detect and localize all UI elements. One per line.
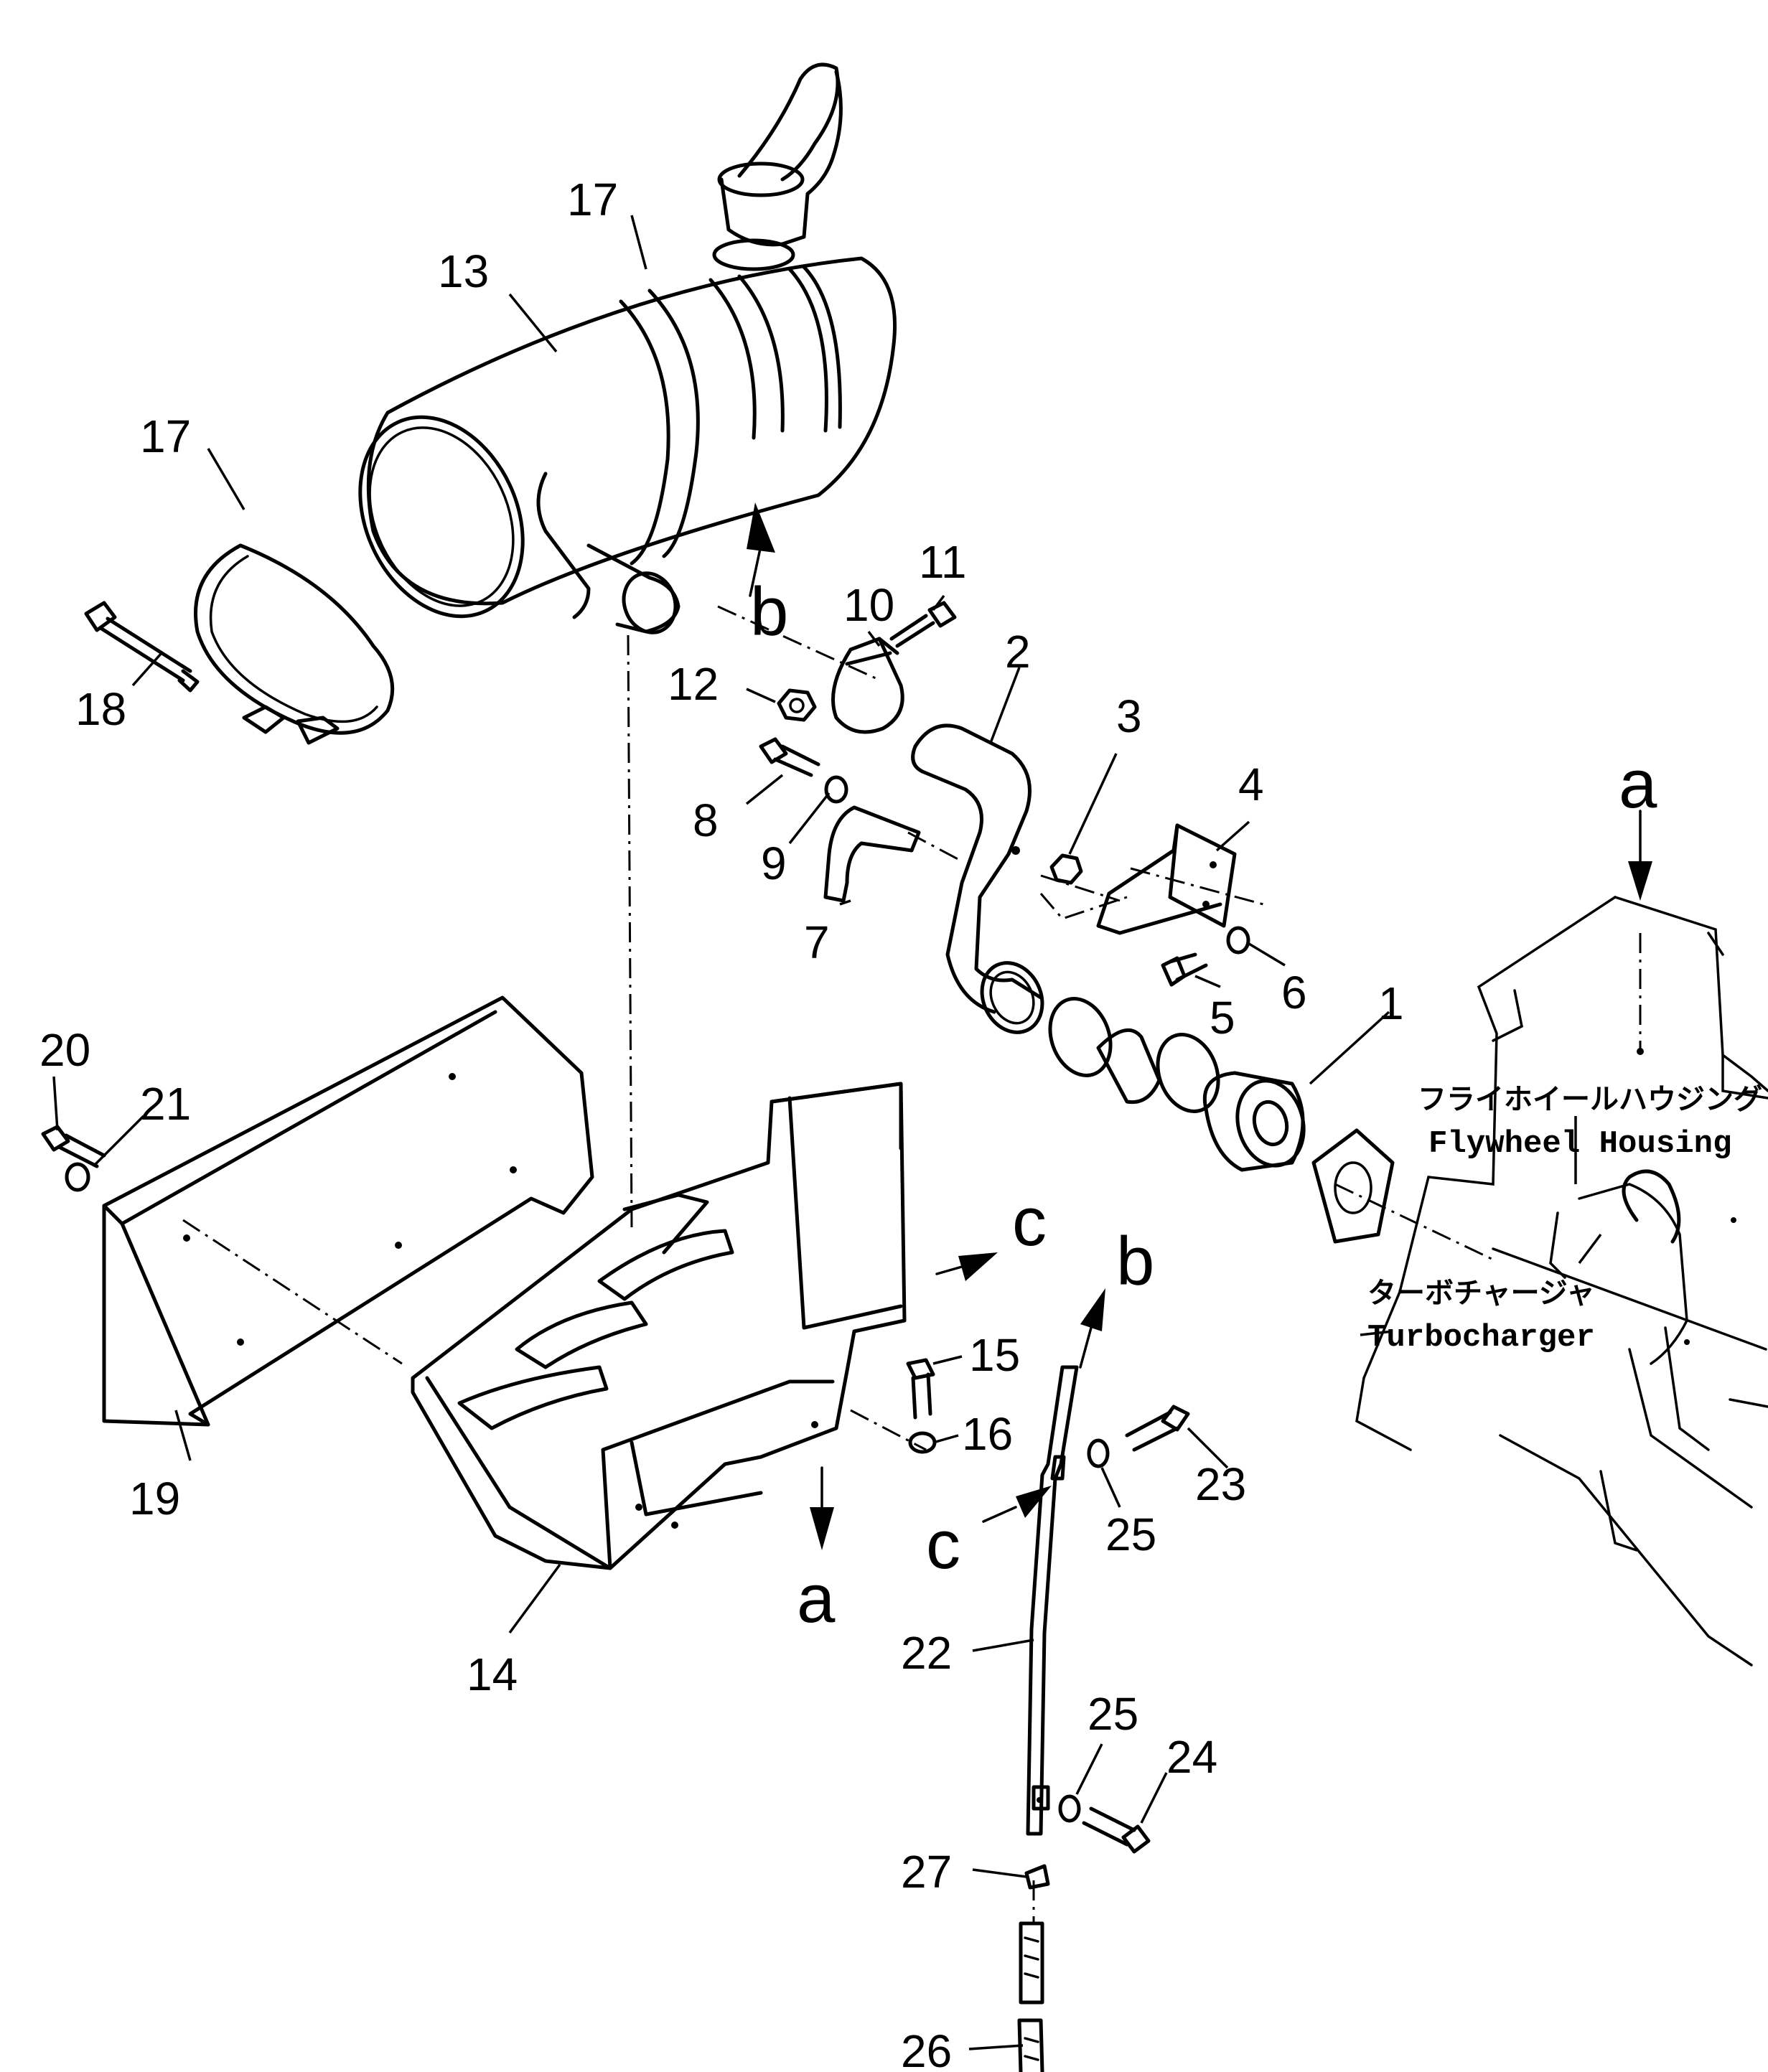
callout-2: 2 xyxy=(1005,626,1031,678)
nut-3 xyxy=(1049,853,1083,885)
view-letters: a a b b c c xyxy=(750,573,1657,1637)
callout-12: 12 xyxy=(668,658,719,710)
turbocharger-label-jp: ターボチャージャ xyxy=(1367,1277,1595,1310)
bolt-11 xyxy=(889,601,957,648)
gasket-ring xyxy=(1048,997,1220,1113)
view-letter-a-cover: a xyxy=(797,1560,836,1637)
callout-1: 1 xyxy=(1378,978,1404,1029)
pipe-2 xyxy=(911,723,1044,1034)
callout-24: 24 xyxy=(1166,1731,1217,1783)
bolt-20 xyxy=(41,1125,106,1168)
flywheel-housing-label-jp: フライホイールハウジング xyxy=(1418,1083,1762,1116)
component-labels: フライホイールハウジング Flywheel Housing ターボチャージャ T… xyxy=(1367,1083,1762,1356)
cover-14 xyxy=(411,1082,907,1570)
callout-13: 13 xyxy=(438,245,489,297)
washer-6 xyxy=(1226,926,1250,955)
callout-26: 26 xyxy=(901,2025,952,2072)
bolt-24 xyxy=(1082,1806,1151,1854)
alignment-lines xyxy=(182,605,1642,1923)
callout-7: 7 xyxy=(804,917,830,968)
callout-19: 19 xyxy=(129,1473,180,1524)
mounting-band-17 xyxy=(194,543,395,745)
view-letter-b-tube: b xyxy=(1116,1223,1154,1300)
turbocharger-label-en: Turbocharger xyxy=(1367,1320,1595,1356)
callout-18: 18 xyxy=(75,683,126,735)
cover-19 xyxy=(102,995,594,1427)
view-letter-c-tube: c xyxy=(926,1506,960,1583)
callout-23: 23 xyxy=(1195,1458,1246,1510)
flange-gasket xyxy=(1311,1128,1395,1244)
callout-4: 4 xyxy=(1238,759,1264,810)
part-callouts: 1 2 3 4 5 6 7 8 9 10 11 12 13 14 15 16 1… xyxy=(39,174,1404,2072)
callout-10: 10 xyxy=(843,579,894,631)
bolt-18 xyxy=(84,601,200,693)
bracket-7 xyxy=(823,805,921,903)
nut-12 xyxy=(777,688,817,722)
washer-9 xyxy=(824,775,848,804)
callout-14: 14 xyxy=(467,1649,518,1700)
callout-20: 20 xyxy=(39,1024,90,1076)
view-letter-a-engine: a xyxy=(1619,746,1657,822)
washer-16 xyxy=(908,1431,937,1454)
callout-25-upper: 25 xyxy=(1105,1509,1156,1560)
tube-22 xyxy=(1026,1365,1079,1836)
callout-21: 21 xyxy=(140,1078,191,1130)
washer-25-upper xyxy=(1087,1438,1110,1468)
bolt-15 xyxy=(906,1358,935,1420)
callout-9: 9 xyxy=(761,838,787,889)
engine-outline xyxy=(1355,896,1768,1666)
hose-26 xyxy=(1017,1921,1044,2072)
washer-21 xyxy=(65,1162,90,1192)
view-letter-c-cover: c xyxy=(1012,1183,1047,1260)
view-letter-b-muffler: b xyxy=(750,573,788,650)
callout-22: 22 xyxy=(901,1627,952,1679)
callout-8: 8 xyxy=(693,794,719,846)
bolt-8 xyxy=(759,737,820,777)
bracket-4 xyxy=(1096,823,1237,935)
callout-3: 3 xyxy=(1116,690,1142,742)
callout-16: 16 xyxy=(962,1408,1013,1460)
callout-17-top: 17 xyxy=(567,174,618,225)
washer-25-lower xyxy=(1058,1794,1081,1823)
callout-6: 6 xyxy=(1281,967,1307,1018)
leader-lines xyxy=(52,215,1602,2050)
callout-25-lower: 25 xyxy=(1088,1688,1138,1740)
muffler-13 xyxy=(358,62,897,634)
clip-27 xyxy=(1024,1864,1050,1890)
callout-5: 5 xyxy=(1210,992,1235,1044)
callout-15: 15 xyxy=(969,1329,1020,1381)
view-arrows xyxy=(747,502,1652,1550)
adapter-1 xyxy=(1202,1071,1306,1172)
bolt-5 xyxy=(1161,952,1208,987)
callout-27: 27 xyxy=(901,1846,952,1898)
flywheel-housing-label-en: Flywheel Housing xyxy=(1428,1126,1731,1162)
bolt-23 xyxy=(1125,1405,1190,1452)
callout-17-band: 17 xyxy=(140,411,191,462)
clamp-10 xyxy=(831,637,904,734)
callout-11: 11 xyxy=(919,536,966,588)
